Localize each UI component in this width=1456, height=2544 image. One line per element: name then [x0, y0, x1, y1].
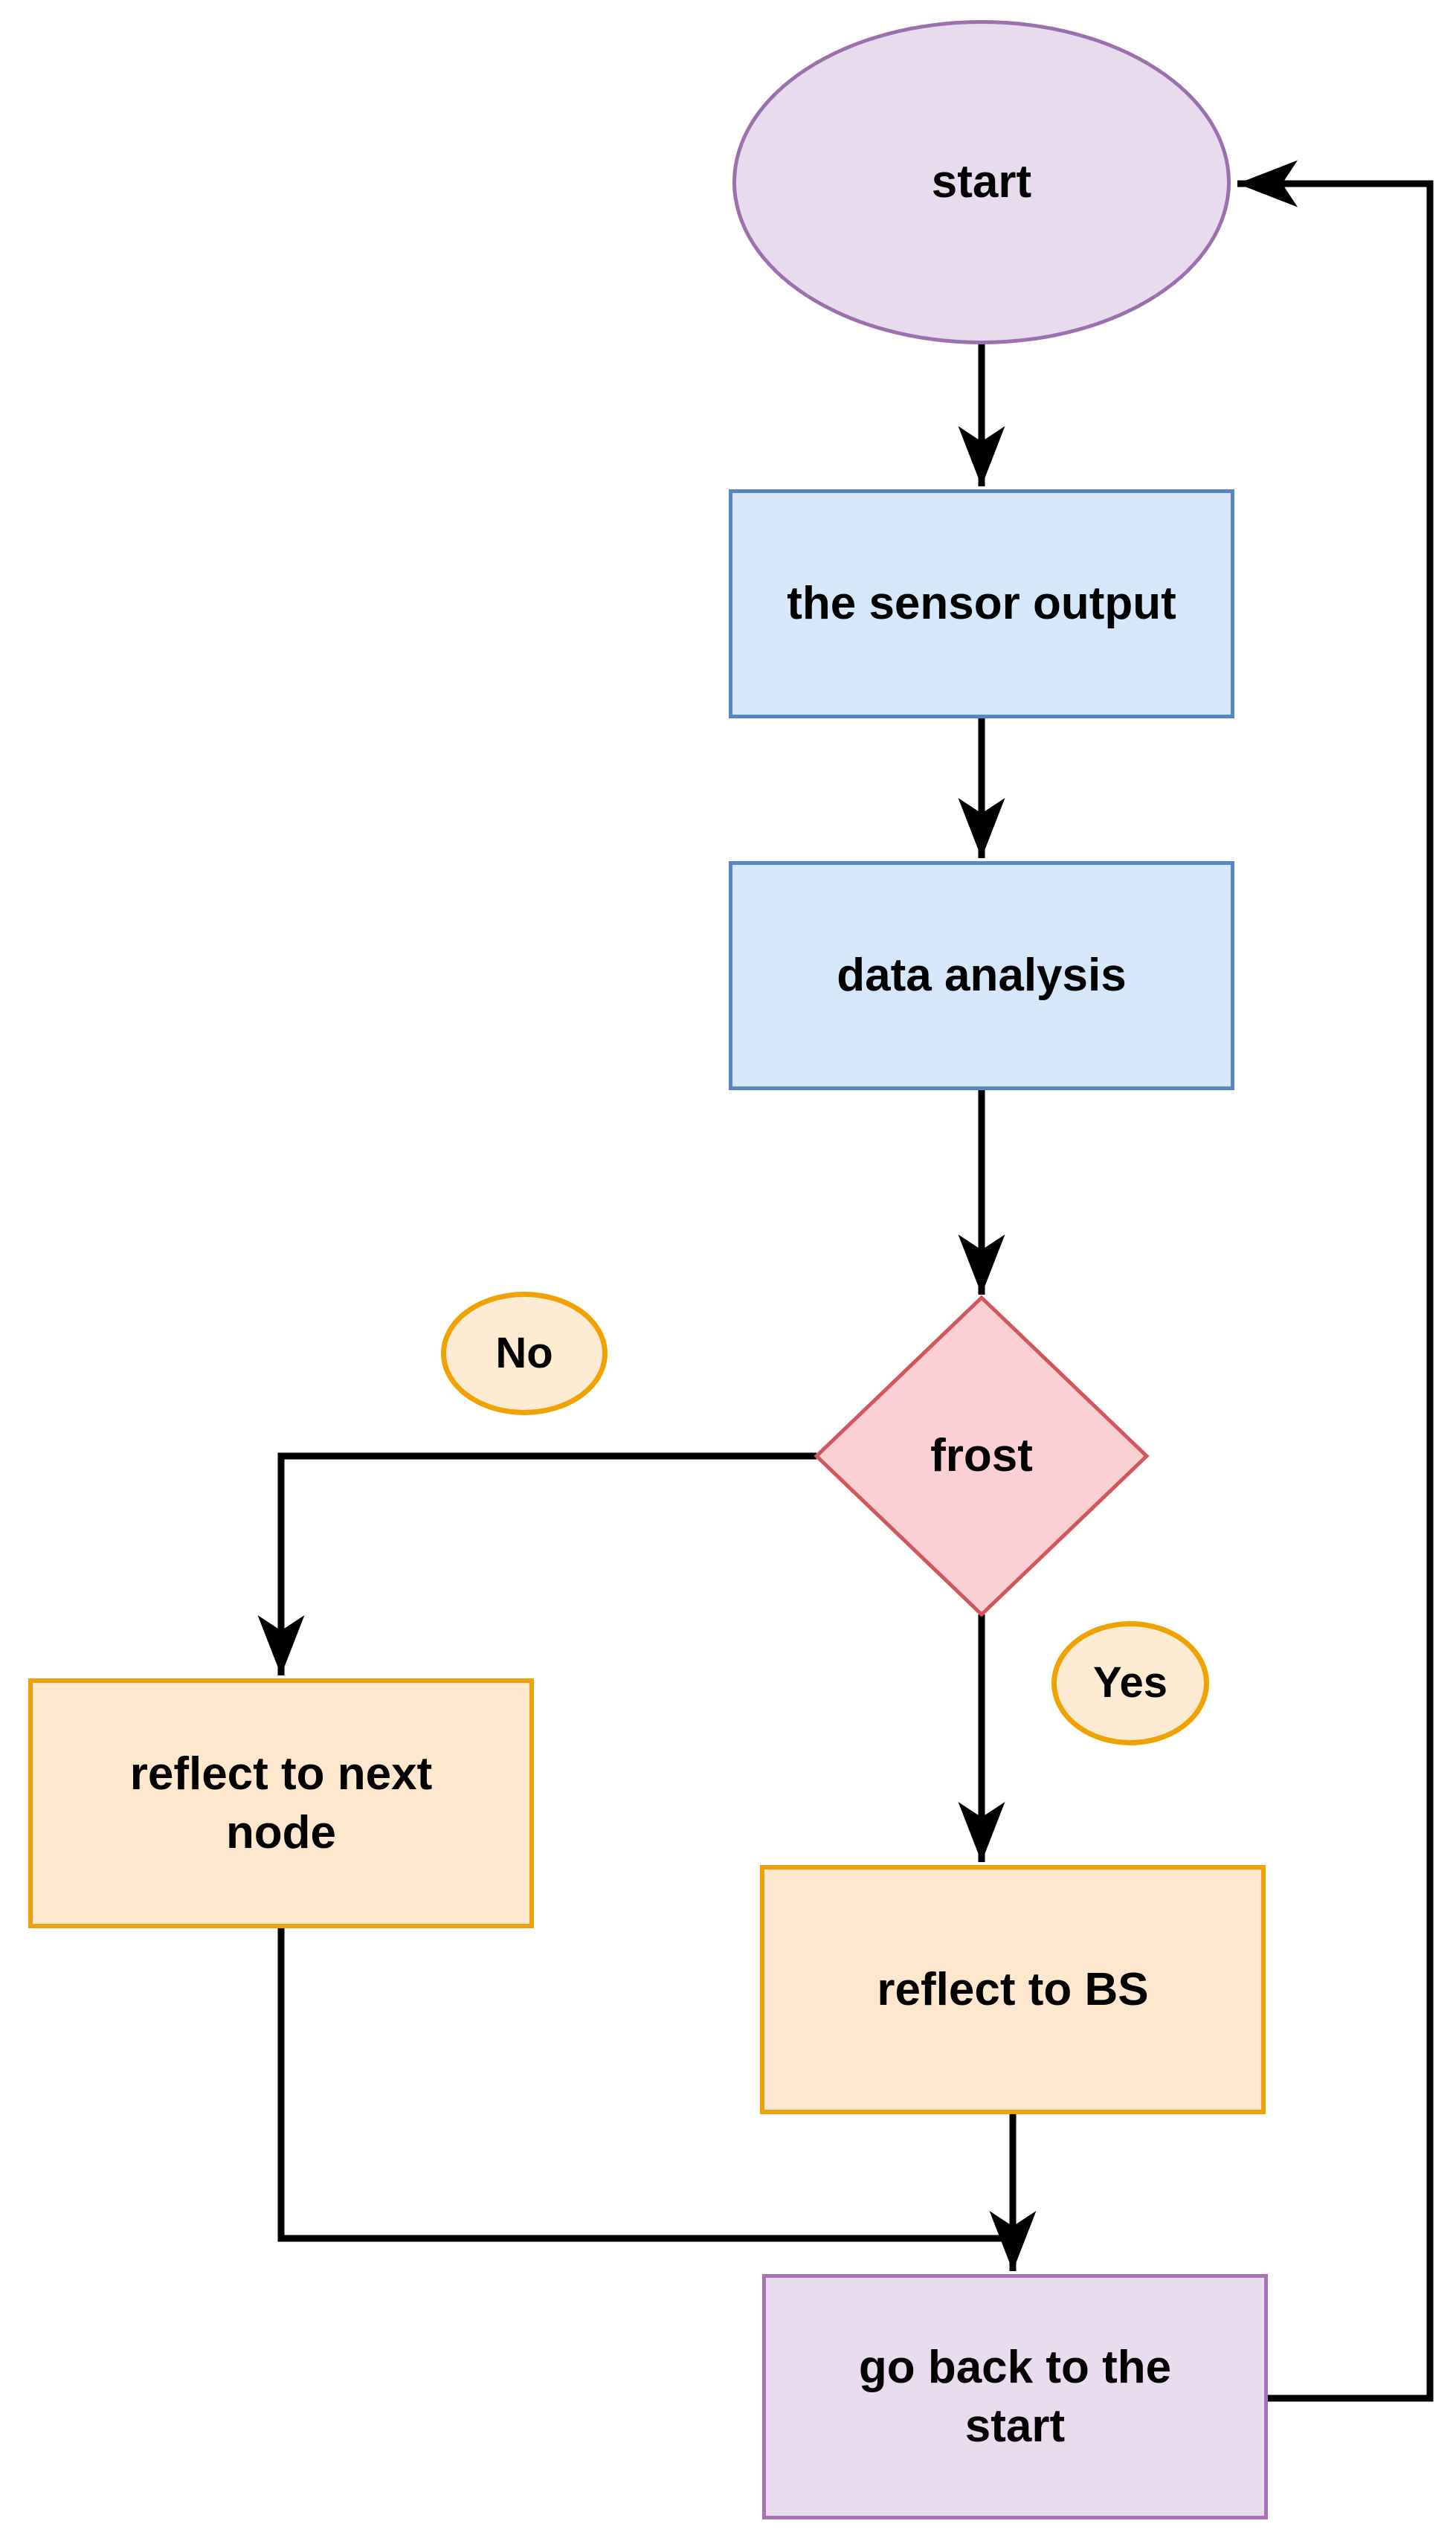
reflect-to-next-node-box: reflect to next node [28, 1678, 534, 1928]
reflect-to-bs-box: reflect to BS [760, 1865, 1266, 2114]
frost-decision-label: frost [930, 1430, 1033, 1482]
data-analysis-node-label: data analysis [837, 950, 1127, 1002]
no-branch-label: No [495, 1328, 553, 1377]
reflect-to-next-node-label: reflect to next node [129, 1748, 433, 1858]
reflect-to-bs-label: reflect to BS [877, 1963, 1149, 2015]
frost-decision-node: frost [816, 1298, 1147, 1614]
go-back-to-start-label: go back to the start [858, 2341, 1172, 2452]
yes-branch-badge: Yes [1051, 1621, 1209, 1745]
data-analysis-node: data analysis [729, 861, 1234, 1090]
edge-frost-no-to-reflect-next-node [257, 1452, 816, 1675]
yes-branch-label: Yes [1093, 1658, 1167, 1707]
sensor-output-node: the sensor output [729, 489, 1234, 718]
edge-reflect-next-node-to-junction [277, 1928, 1013, 2242]
frost-diamond-shape [814, 1295, 1150, 1617]
edge-go-back-loop-to-start [1237, 160, 1434, 2402]
no-branch-badge: No [441, 1292, 608, 1415]
start-node: start [732, 20, 1231, 344]
go-back-to-start-box: go back to the start [762, 2274, 1268, 2519]
start-node-label: start [931, 156, 1032, 208]
sensor-output-node-label: the sensor output [787, 578, 1176, 630]
